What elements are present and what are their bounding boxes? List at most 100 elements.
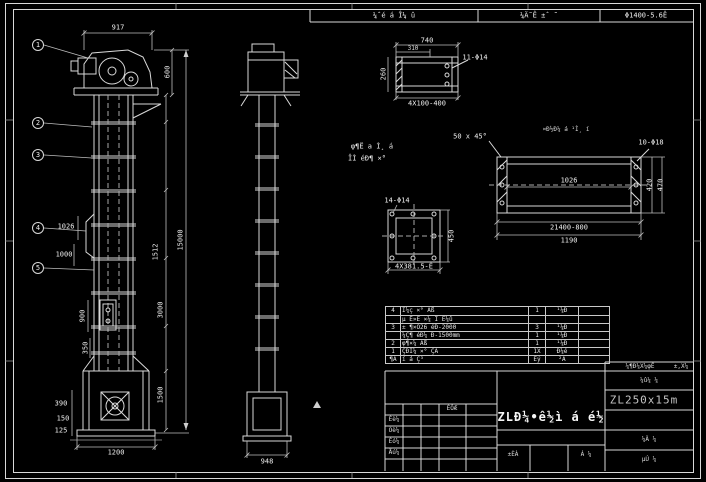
balloon-4: 4 bbox=[32, 222, 44, 234]
flange-holes-note: 14-Φ14 bbox=[384, 196, 410, 205]
flange-dim-bottom: 4X381.5-Ê bbox=[395, 262, 433, 271]
col-header-qty: Êý bbox=[528, 356, 545, 363]
part-no: 4 bbox=[391, 307, 395, 314]
casing-dim-overall: 1190 bbox=[560, 236, 578, 245]
side-view bbox=[240, 43, 300, 458]
col-header-no: ¶Ã bbox=[389, 356, 397, 363]
part-name: Î¼ç ×° Áß bbox=[400, 307, 528, 315]
tb-sig-1: Éè¼ bbox=[388, 416, 400, 423]
side-dim-base: 948 bbox=[260, 457, 274, 466]
table-row: 2 φ¶×¼ Áß 1 ¹¼Ð bbox=[386, 339, 609, 347]
tb-date-header: ÈÕÆ bbox=[446, 405, 458, 412]
channel-dim-height: 260 bbox=[379, 67, 388, 81]
part-rem bbox=[578, 340, 609, 347]
header-cell-2: ¼Ä˜Ê ±ˆ ˜ bbox=[520, 11, 558, 20]
dim-head-width: 917 bbox=[111, 23, 125, 32]
tb-sheet-label: Á ¼ bbox=[580, 451, 592, 458]
sheet-border bbox=[5, 3, 701, 479]
header-cell-3: Φ1400-5.6Ê bbox=[624, 11, 668, 20]
flange-detail bbox=[382, 204, 450, 274]
dim-head-height: 600 bbox=[163, 65, 172, 79]
balloon-5: 5 bbox=[32, 262, 44, 274]
part-no: 2 bbox=[391, 340, 395, 347]
part-mat: ¹¼Ð bbox=[545, 307, 578, 315]
part-no bbox=[386, 316, 400, 323]
dim-boot-125: 125 bbox=[54, 426, 68, 435]
part-no: 3 bbox=[391, 324, 395, 331]
col-header-mat: ²Á bbox=[545, 356, 578, 363]
dim-base-width: 1200 bbox=[107, 448, 125, 457]
casing-dim-h2: 470 bbox=[656, 178, 665, 192]
col-header-rem bbox=[578, 356, 609, 363]
dim-boot-390: 390 bbox=[54, 399, 68, 408]
parts-extra-1: ¼¶Ð¼X¼φÊ bbox=[625, 363, 655, 370]
tb-sig-4: Åú¼ bbox=[388, 449, 400, 456]
drawing-title: ZLÐ¼•ê½ì á é½ bbox=[497, 410, 605, 424]
part-rem bbox=[578, 332, 609, 339]
tb-sig-3: Éó¼ bbox=[388, 438, 400, 445]
balloon-2: 2 bbox=[32, 117, 44, 129]
part-qty: 1 bbox=[528, 307, 545, 315]
flange-dim-height: 450 bbox=[447, 229, 456, 243]
front-view-dimensions bbox=[43, 30, 189, 450]
table-header-row: ¶Ã í á Ç³ Êý ²Á bbox=[386, 355, 609, 363]
header-cell-1: ¼ˆé á Î¼ û bbox=[372, 11, 416, 20]
title-block-lines bbox=[384, 361, 693, 471]
part-name: µ Ë»Ê ×¼ Ï É¼û bbox=[400, 316, 528, 323]
part-qty: 1X bbox=[528, 348, 545, 355]
part-qty bbox=[528, 316, 545, 323]
parts-extra-2: ±,X¼ bbox=[673, 363, 689, 370]
casing-dim-h1: 420 bbox=[645, 178, 654, 192]
table-row: 4 Î¼ç ×° Áß 1 ¹¼Ð bbox=[386, 307, 609, 315]
part-rem bbox=[578, 316, 609, 323]
part-rem bbox=[578, 307, 609, 315]
part-rem bbox=[578, 324, 609, 331]
part-mat: Ð¼é bbox=[545, 348, 578, 355]
part-name: φ¶×¼ Áß bbox=[400, 340, 528, 347]
col-header-name: í á Ç³ bbox=[400, 356, 528, 363]
table-row: µ Ë»Ê ×¼ Ï É¼û bbox=[386, 315, 609, 323]
dim-chute-lower: 1000 bbox=[55, 250, 73, 259]
casing-holes-note: 10-Φ18 bbox=[638, 138, 664, 147]
dim-mid-900: 900 bbox=[78, 309, 87, 323]
front-view-door bbox=[99, 299, 117, 331]
channel-detail bbox=[387, 42, 469, 101]
table-row: ¼Ç¶ éÐ¼ Ð-1500mm 1 ¹¼Ð bbox=[386, 331, 609, 339]
dim-chute-upper: 1026 bbox=[57, 222, 75, 231]
part-mat bbox=[545, 316, 578, 323]
channel-dim-width2: 310 bbox=[407, 45, 419, 52]
dim-overall-height: 15000 bbox=[176, 229, 185, 251]
part-rem bbox=[578, 348, 609, 355]
table-row: 1 ÇÐÎ¼ ×° ÇÁ 1X Ð¼é bbox=[386, 347, 609, 355]
part-mat: ¹¼Ð bbox=[545, 324, 578, 331]
front-view-head bbox=[70, 49, 162, 119]
front-view-chute bbox=[85, 213, 95, 259]
balloon-1: 1 bbox=[32, 39, 44, 51]
parts-list-table: 4 Î¼ç ×° Áß 1 ¹¼Ð µ Ë»Ê ×¼ Ï É¼û 3 ± ¶×Ó… bbox=[385, 306, 610, 364]
channel-holes-note: 11-Φ14 bbox=[462, 53, 488, 62]
channel-dim-spacing: 4X100-400 bbox=[408, 99, 446, 108]
tb-scale-label: ±ÈÀ bbox=[507, 451, 519, 458]
channel-dim-width: 740 bbox=[420, 36, 434, 45]
dim-mid-350: 350 bbox=[81, 341, 90, 355]
tb-pages-label: µÚ ¼ bbox=[641, 456, 657, 463]
casing-dim-inner: 1026 bbox=[560, 176, 578, 185]
casing-detail bbox=[488, 140, 665, 240]
part-qty: 3 bbox=[528, 324, 545, 331]
casing-note: ¤Ð½Ð¼ á ¹Ì¸ í bbox=[542, 126, 590, 133]
part-mat: ¹¼Ð bbox=[545, 340, 578, 347]
dim-seg-3000: 3000 bbox=[156, 301, 165, 319]
dim-seg-1512: 1512 bbox=[151, 243, 160, 261]
tb-sub-label: ¼û¼ ¼ bbox=[639, 377, 659, 384]
dim-seg-1500: 1500 bbox=[156, 386, 165, 404]
channel-note-1: φ¶Ë a Ì¸ á bbox=[350, 142, 394, 151]
model-number: ZL250x15m bbox=[609, 393, 679, 407]
channel-note-2: ÎÌ éÐ¶ ×° bbox=[348, 154, 386, 163]
dim-boot-150: 150 bbox=[56, 414, 70, 423]
part-name: ¼Ç¶ éÐ¼ Ð-1500mm bbox=[400, 332, 528, 339]
tb-sig-2: Öè¼ bbox=[388, 427, 400, 434]
front-view-tower bbox=[85, 95, 136, 371]
part-no: 1 bbox=[391, 348, 395, 355]
part-name: ÇÐÎ¼ ×° ÇÁ bbox=[400, 348, 528, 355]
